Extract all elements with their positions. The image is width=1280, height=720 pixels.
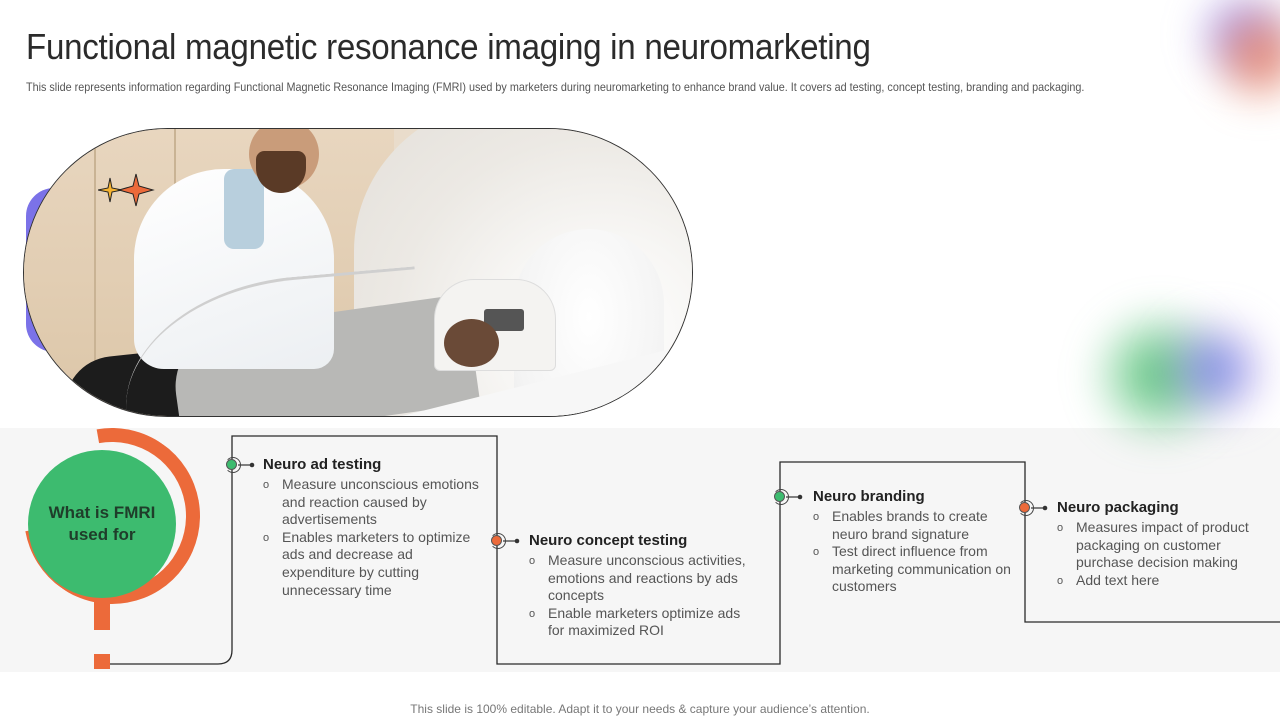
step-points: Measure unconscious activities, emotions… (529, 552, 759, 640)
step-title: Neuro concept testing (529, 532, 688, 549)
sparkle-icon (98, 173, 155, 207)
slide-subtitle: This slide represents information regard… (26, 80, 1085, 94)
step-points: Measures impact of product packaging on … (1057, 519, 1272, 590)
step-neuro-ad-testing: Neuro ad testing Measure unconscious emo… (263, 456, 488, 599)
step-point: Enables brands to create neuro brand sig… (813, 508, 1013, 543)
node-ring (773, 489, 789, 505)
step-point: Add text here (1057, 572, 1272, 590)
step-points: Enables brands to create neuro brand sig… (813, 508, 1013, 596)
step-point: Enables marketers to optimize ads and de… (263, 529, 488, 599)
center-circle: What is FMRI used for (28, 450, 176, 598)
step-neuro-concept-testing: Neuro concept testing Measure unconsciou… (529, 532, 759, 640)
step-neuro-branding: Neuro branding Enables brands to create … (813, 488, 1013, 596)
step-title: Neuro packaging (1057, 499, 1179, 516)
step-point: Measure unconscious activities, emotions… (529, 552, 759, 605)
step-2-node-icon (491, 535, 502, 546)
step-4-node-icon (1019, 502, 1030, 513)
step-points: Measure unconscious emotions and reactio… (263, 476, 488, 599)
step-point: Test direct influence from marketing com… (813, 543, 1013, 596)
step-point: Enable marketers optimize ads for maximi… (529, 605, 759, 640)
question-mark-dot (94, 654, 110, 669)
node-ring (225, 457, 241, 473)
decorative-blur-blue (1160, 315, 1270, 425)
step-3-node-icon (774, 491, 785, 502)
step-1-node-icon (226, 459, 237, 470)
step-neuro-packaging: Neuro packaging Measures impact of produ… (1057, 499, 1272, 590)
slide-footer: This slide is 100% editable. Adapt it to… (410, 702, 870, 716)
decorative-blur-orange-top (1215, 0, 1280, 110)
hero-image-mri (23, 128, 693, 417)
step-point: Measures impact of product packaging on … (1057, 519, 1272, 572)
node-ring (1018, 500, 1034, 516)
slide-title: Functional magnetic resonance imaging in… (26, 26, 871, 67)
node-ring (490, 533, 506, 549)
question-mark-stem (94, 590, 110, 630)
step-title: Neuro ad testing (263, 456, 382, 473)
step-title: Neuro branding (813, 488, 925, 505)
step-point: Measure unconscious emotions and reactio… (263, 476, 488, 529)
center-label: What is FMRI used for (48, 503, 156, 544)
